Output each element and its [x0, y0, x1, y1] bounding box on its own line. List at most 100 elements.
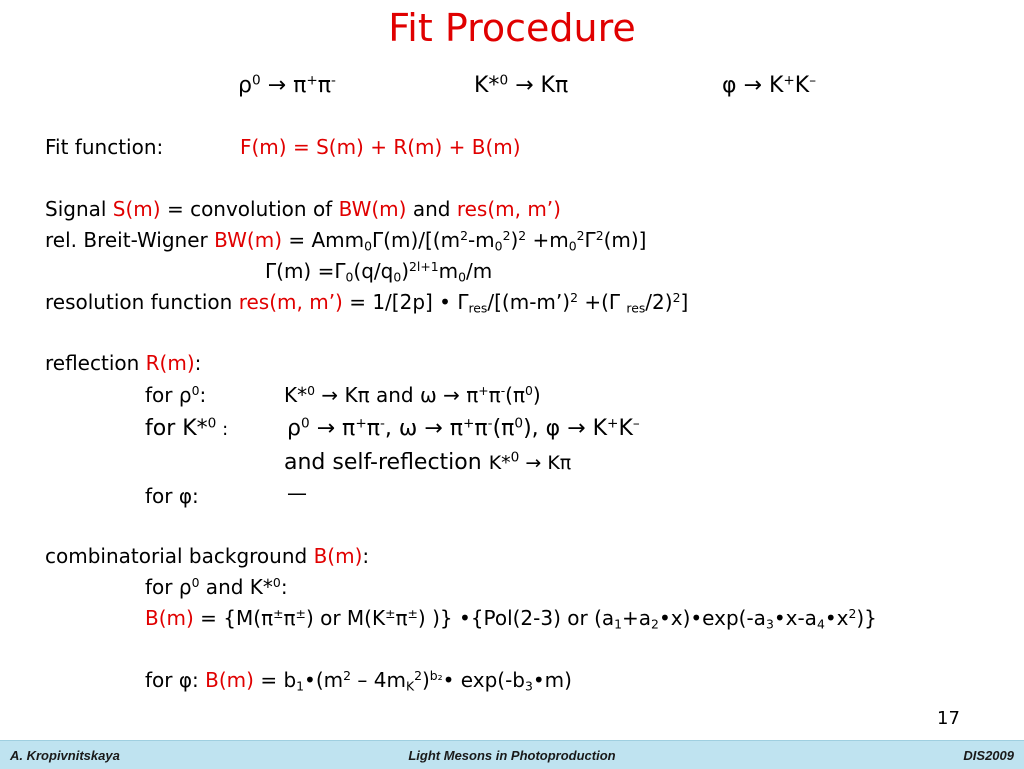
refl-phi-label: for φ: — [145, 484, 199, 508]
comb-bg-line: combinatorial background B(m): — [45, 543, 369, 569]
decay-kstar-daughters: Kπ — [540, 73, 569, 98]
decay-rho-pi2: π — [317, 73, 331, 98]
cf-c: ) )} •{Pol(2-3) or (a — [417, 606, 615, 630]
refl-rho-d: → Kπ and ω → π — [315, 383, 479, 407]
phi-bg-d-sub: K — [405, 678, 415, 694]
bw-e-sub: 0 — [568, 238, 577, 254]
comb-for-b: and K* — [199, 575, 273, 599]
cf-a2: π — [283, 606, 296, 630]
refl-k-i: ), φ → K — [523, 416, 608, 441]
refl-k-j: K — [618, 416, 633, 441]
res-term: res(m, m’) — [238, 290, 343, 314]
bw-pre: rel. Breit-Wigner — [45, 228, 215, 252]
refl-colon: : — [194, 351, 202, 375]
refl-rho-f-sup: 0 — [525, 383, 533, 399]
comb-for-b-sup: 0 — [272, 575, 281, 591]
refl-k-c: ρ — [287, 416, 301, 441]
phi-bg-b: = b — [253, 668, 297, 692]
bw-c: -m — [467, 228, 495, 252]
phi-bg-f: • exp(-b — [442, 668, 525, 692]
refl-k-g: π — [474, 416, 488, 441]
gamma-a: Γ(m) =Γ — [265, 259, 346, 283]
refl-rho-label: for ρ0: — [145, 382, 206, 408]
res-b-sup: 2 — [570, 290, 578, 306]
refl-phi-dash: — — [287, 481, 307, 505]
refl-k-h: (π — [492, 416, 515, 441]
comb-for-line: for ρ0 and K*0: — [145, 574, 288, 600]
signal-line: Signal S(m) = convolution of BW(m) and r… — [45, 196, 561, 222]
selfrefl-a: and self-reflection — [284, 450, 489, 475]
refl-k-content: ρ0 → π+π-, ω → π+π-(π0), φ → K+K– — [287, 416, 640, 442]
refl-term: R(m) — [145, 351, 195, 375]
res-a-sub: res — [468, 300, 488, 316]
phi-bg-term: B(m) — [205, 668, 254, 692]
refl-k-d: → π — [309, 416, 356, 441]
refl-rho-d-sup: + — [478, 383, 489, 399]
phi-bg-e-sup: b₂ — [429, 668, 443, 684]
refl-rho-a: for ρ — [145, 383, 192, 407]
signal-and: and — [406, 197, 457, 221]
signal-pre: Signal — [45, 197, 113, 221]
phi-bg-b-sub: 1 — [296, 678, 305, 694]
decay-phi: φ → K+K– — [722, 73, 816, 99]
comb-formula-line: B(m) = {M(π±π±) or M(K±π±) )} •{Pol(2-3)… — [145, 605, 877, 631]
reflection-line: reflection R(m): — [45, 350, 201, 376]
decay-phi-k2: K — [794, 73, 810, 98]
cf-b-sup1: ± — [385, 606, 396, 622]
phi-bg-c: •(m — [304, 668, 344, 692]
decay-kstar-arrow: → — [508, 73, 541, 98]
cf-c-sub: 1 — [614, 616, 623, 632]
fit-function-formula: F(m) = S(m) + R(m) + B(m) — [240, 135, 521, 159]
page-number: 17 — [937, 708, 960, 729]
refl-k-f: , ω → π — [384, 416, 463, 441]
signal-bw: BW(m) — [338, 197, 407, 221]
refl-rho-c: K* — [284, 383, 308, 407]
refl-k-c-sup: 0 — [300, 415, 310, 432]
refl-rho-g: ) — [532, 383, 541, 407]
bw-f-sup: 2 — [595, 228, 604, 244]
cf-g: •x — [824, 606, 849, 630]
bw-a: = Amm — [282, 228, 365, 252]
bw-b: Γ(m)/[(m — [372, 228, 461, 252]
decay-phi-particle: φ — [722, 73, 737, 98]
fit-function-label: Fit function: — [45, 135, 164, 159]
gamma-b: (q/q — [353, 259, 394, 283]
comb-formula-term: B(m) — [145, 606, 194, 630]
cf-a: = {M(π — [193, 606, 274, 630]
decay-kstar: K*0 → Kπ — [474, 73, 568, 99]
phi-bg-line: for φ: B(m) = b1•(m2 – 4mK2)b₂• exp(-b3•… — [145, 667, 572, 693]
bw-d: ) — [510, 228, 519, 252]
gamma-e: /m — [466, 259, 493, 283]
refl-k-e: π — [366, 416, 380, 441]
cf-d-sub: 2 — [651, 616, 659, 632]
refl-k-e-sup: - — [379, 415, 385, 432]
bw-e-sup: 2 — [576, 228, 585, 244]
bw-c-sub: 0 — [494, 238, 503, 254]
gamma-c: ) — [401, 259, 410, 283]
refl-rho-content: K*0 → Kπ and ω → π+π-(π0) — [284, 382, 541, 408]
cf-e-sub: 3 — [765, 616, 774, 632]
refl-rho-c-sup: 0 — [307, 383, 316, 399]
bw-c-sup: 2 — [502, 228, 511, 244]
res-d-sup: 2 — [672, 290, 681, 306]
phi-bg-d: – 4m — [351, 668, 406, 692]
comb-colon: : — [362, 544, 370, 568]
bw-d-sup: 2 — [518, 228, 527, 244]
cf-h: )} — [856, 606, 877, 630]
breit-wigner-line: rel. Breit-Wigner BW(m) = Amm0Γ(m)/[(m2-… — [45, 227, 646, 253]
bw-f: Γ — [584, 228, 596, 252]
phi-bg-a: for φ: — [145, 668, 206, 692]
res-c: +(Γ — [577, 290, 627, 314]
decay-rho-arrow: → — [260, 73, 294, 98]
cf-d: +a — [622, 606, 652, 630]
gamma-line: Γ(m) =Γ0(q/q0)2l+1m0/m — [265, 258, 492, 284]
footer-talk-title: Light Mesons in Photoproduction — [408, 748, 616, 763]
comb-term: B(m) — [313, 544, 363, 568]
res-b: /[(m-m’) — [487, 290, 571, 314]
refl-k-g-sup: - — [487, 415, 493, 432]
refl-rho-b: : — [199, 383, 207, 407]
bw-term: BW(m) — [214, 228, 282, 252]
decay-phi-k1: K — [768, 73, 784, 98]
decay-rho-pi2-charge: - — [330, 72, 336, 89]
res-c-sub: res — [626, 300, 646, 316]
